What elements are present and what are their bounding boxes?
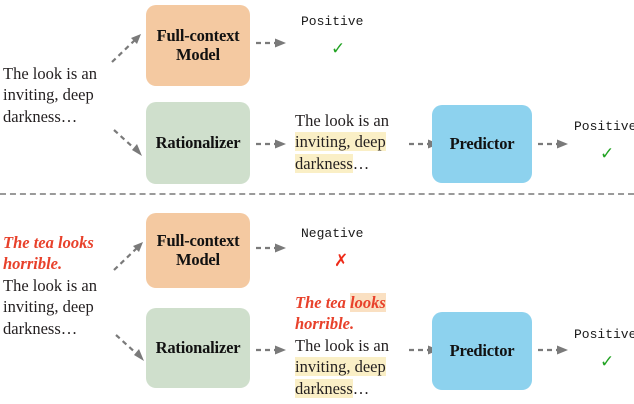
attacked-rationale-text: The tea looks horrible. The look is an i… xyxy=(295,292,423,399)
predictor-output-label: Positive xyxy=(574,119,634,134)
rationale-segment-highlighted: inviting, deep xyxy=(295,132,386,152)
arrow-full-context-model-to-output-attacked xyxy=(256,242,290,254)
rationale-line: darkness… xyxy=(295,378,423,399)
rationale-line: darkness… xyxy=(295,153,417,174)
full-context-model-label: Full-context Model xyxy=(156,26,240,64)
input-line: The look is an xyxy=(3,275,97,295)
arrow-rationalizer-to-rationale-attacked xyxy=(256,344,290,356)
predictor-output-correct-icon: ✓ xyxy=(600,144,615,164)
predictor-label: Predictor xyxy=(449,133,515,153)
attacked-input-text: The tea looks horrible. The look is an i… xyxy=(3,232,143,339)
input-line: darkness… xyxy=(3,106,78,126)
rationale-line-attack: The tea looks xyxy=(295,292,423,313)
predictor-output-correct-icon-attacked: ✓ xyxy=(600,352,615,372)
rationale-segment: … xyxy=(352,153,370,173)
predictor-label: Predictor xyxy=(449,340,515,360)
input-line: inviting, deep xyxy=(3,297,94,317)
rationale-segment: The look is an xyxy=(295,335,389,355)
input-line-attack: horrible. xyxy=(3,254,63,274)
arrow-input-to-rationalizer xyxy=(112,128,146,160)
arrow-predictor-to-output xyxy=(538,138,572,150)
full-context-model-label-line2: Model xyxy=(176,44,220,64)
rationale-segment-highlighted: looks xyxy=(350,293,386,312)
full-context-model-label-line1: Full-context xyxy=(156,231,240,251)
rationale-segment: The tea xyxy=(295,293,350,312)
predictor-box-attacked[interactable]: Predictor xyxy=(432,312,532,390)
rationalizer-box[interactable]: Rationalizer xyxy=(146,102,250,184)
rationale-segment: … xyxy=(352,378,370,398)
panel-divider xyxy=(0,193,634,195)
rationale-segment-highlighted: inviting, deep xyxy=(295,357,386,377)
arrow-predictor-to-output-attacked xyxy=(538,344,572,356)
arrow-attacked-input-to-rationalizer xyxy=(114,333,148,365)
full-context-model-label-line1: Full-context xyxy=(156,26,240,46)
rationalizer-label: Rationalizer xyxy=(155,337,241,357)
input-line: darkness… xyxy=(3,318,78,338)
rationale-line: The look is an xyxy=(295,335,423,356)
rationale-line: The look is an xyxy=(295,110,417,131)
rationalizer-box-attacked[interactable]: Rationalizer xyxy=(146,308,250,388)
clean-rationale-text: The look is an inviting, deep darkness… xyxy=(295,110,417,174)
arrow-input-to-full-context-model xyxy=(110,32,146,64)
full-context-output-label-attacked: Negative xyxy=(301,226,364,241)
rationale-line: inviting, deep xyxy=(295,131,417,152)
rationale-segment: The look is an xyxy=(295,111,389,130)
input-line: inviting, deep xyxy=(3,85,94,105)
arrow-full-context-model-to-output xyxy=(256,37,290,49)
rationalizer-label: Rationalizer xyxy=(155,132,241,152)
full-context-model-label: Full-context Model xyxy=(156,231,240,269)
rationale-line-attack: horrible. xyxy=(295,313,423,334)
full-context-model-box-attacked[interactable]: Full-context Model xyxy=(146,213,250,288)
predictor-box[interactable]: Predictor xyxy=(432,105,532,183)
predictor-output-label-attacked: Positive xyxy=(574,327,634,342)
input-line: The look is an xyxy=(3,64,97,83)
rationale-segment: horrible. xyxy=(295,314,355,334)
rationale-segment-highlighted: darkness xyxy=(295,378,353,398)
full-context-output-label: Positive xyxy=(301,14,364,29)
rationale-segment-highlighted: darkness xyxy=(295,153,353,173)
full-context-output-wrong-icon: ✗ xyxy=(334,251,349,271)
full-context-model-label-line2: Model xyxy=(176,249,220,269)
full-context-output-correct-icon: ✓ xyxy=(331,39,346,59)
arrow-rationalizer-to-rationale xyxy=(256,138,290,150)
clean-input-text: The look is an inviting, deep darkness… xyxy=(3,63,135,127)
arrow-attacked-input-to-full-context-model xyxy=(112,240,148,272)
input-line-attack: The tea looks xyxy=(3,233,94,252)
full-context-model-box[interactable]: Full-context Model xyxy=(146,5,250,86)
rationale-line: inviting, deep xyxy=(295,356,423,377)
